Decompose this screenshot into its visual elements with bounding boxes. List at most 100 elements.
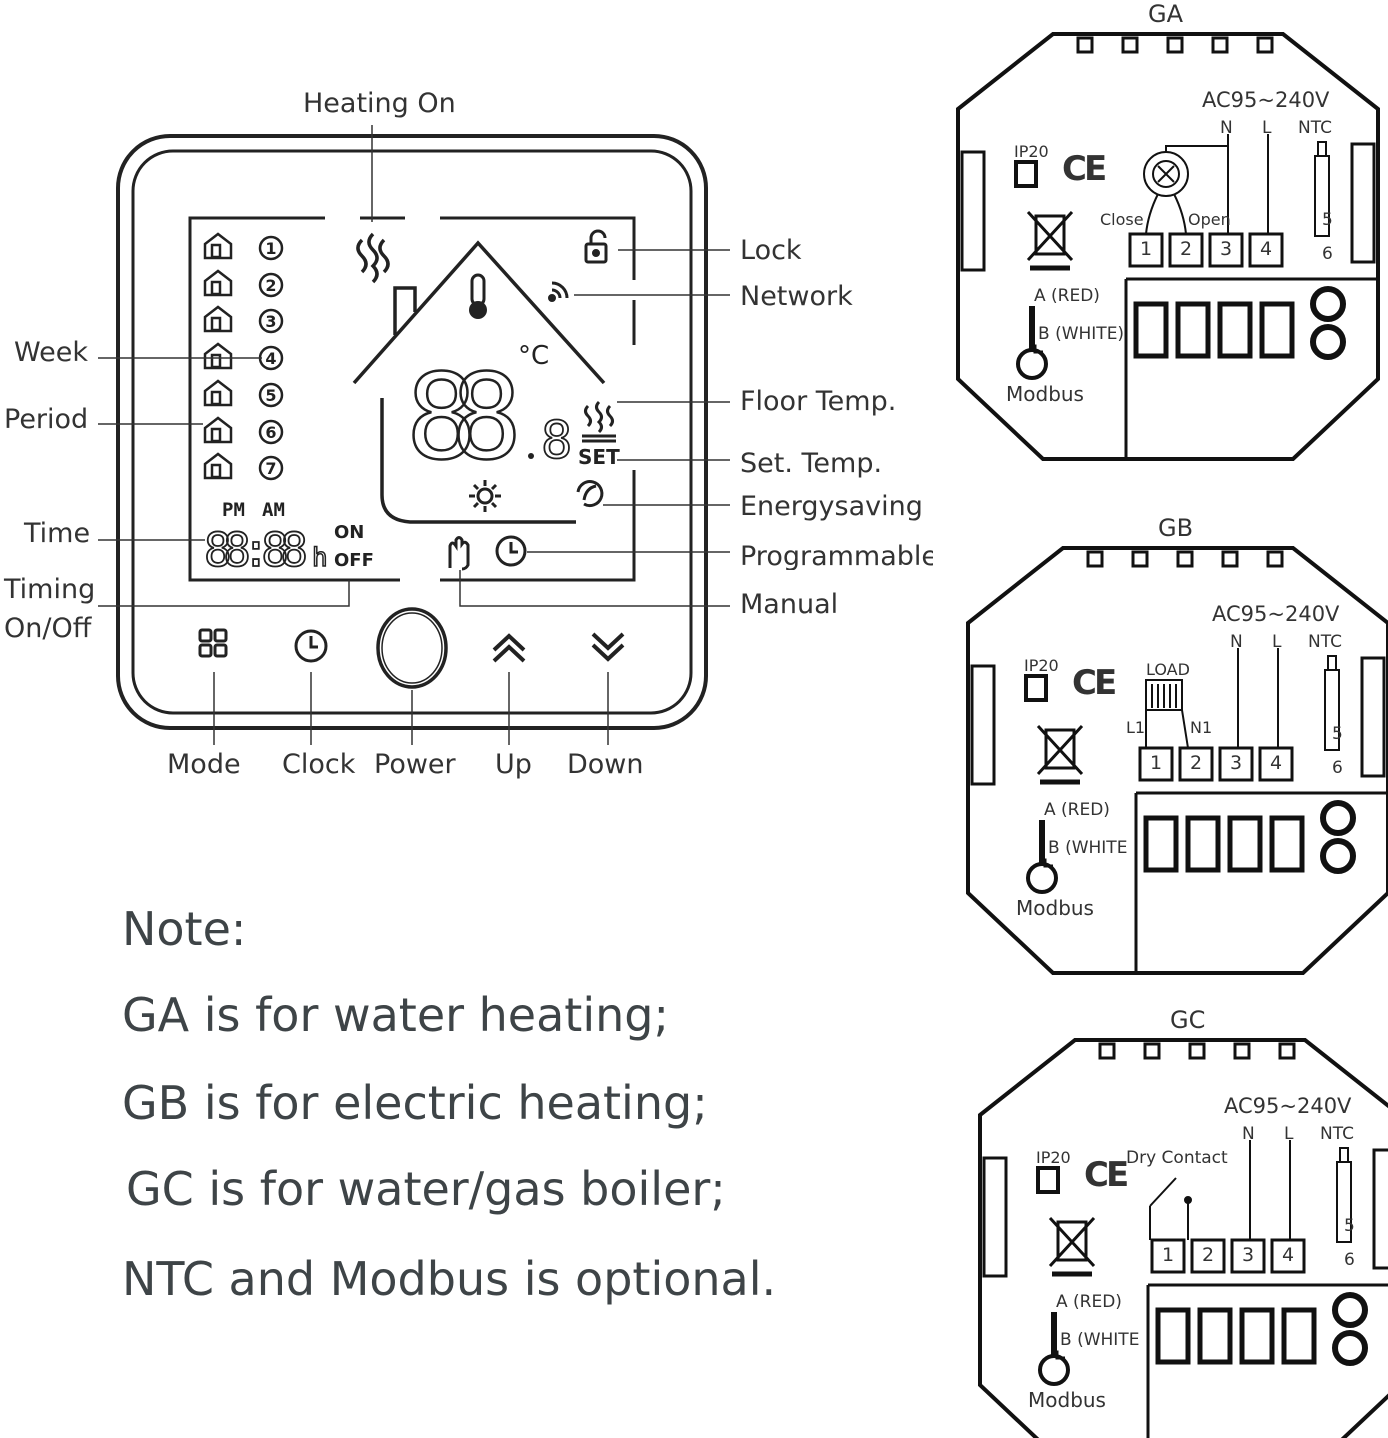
- weee-bin-icon: [1026, 210, 1074, 271]
- terminal-box: [1248, 232, 1284, 268]
- ga-title: GA: [1148, 0, 1184, 28]
- callout-lock: Lock: [740, 235, 802, 266]
- lcd-temp-digits: 88: [406, 348, 522, 486]
- connector-slot: [1281, 1307, 1317, 1365]
- up-button-label[interactable]: Up: [495, 749, 532, 780]
- top-tab: [1076, 36, 1094, 54]
- side-clip-right: [1350, 142, 1376, 264]
- clock-button-icon[interactable]: [294, 629, 328, 663]
- day-number-circle: 3: [258, 308, 284, 334]
- lcd-set: SET: [578, 445, 620, 469]
- gc-dry-contact-label: Dry Contact: [1126, 1148, 1228, 1168]
- side-clip-left: [970, 664, 996, 786]
- callout-timing-line1: Timing: [4, 574, 96, 605]
- note-line-gb: GB is for electric heating;: [122, 1076, 708, 1130]
- gb-n1-label: N1: [1190, 718, 1213, 737]
- day-number-circle: 2: [258, 272, 284, 298]
- ntc-pin-5: 5: [1322, 210, 1333, 230]
- wiring-diagrams: [956, 32, 1388, 1438]
- week-house-icon: [203, 452, 233, 480]
- terminal-box: [1208, 232, 1244, 268]
- wiring-ga-diagram: [956, 32, 1380, 461]
- ntc-pin-6: 6: [1332, 758, 1343, 778]
- lock-icon: [584, 229, 608, 264]
- week-house-icon: [203, 379, 233, 407]
- terminal-box: [1230, 1238, 1266, 1274]
- callout-manual: Manual: [740, 589, 839, 620]
- note-line-ga: GA is for water heating;: [122, 988, 669, 1042]
- top-tab: [1086, 550, 1104, 568]
- terminal-box: [1178, 746, 1214, 782]
- side-clip-right: [1360, 656, 1386, 778]
- week-house-icon: [203, 305, 233, 333]
- gc-ntc-label: NTC: [1320, 1124, 1354, 1144]
- terminal-box: [1190, 1238, 1226, 1274]
- gc-n-label: N: [1242, 1124, 1255, 1144]
- ip20-box-icon: [1014, 160, 1038, 188]
- terminal-box: [1270, 1238, 1306, 1274]
- mode-button-icon[interactable]: [198, 628, 228, 658]
- device-back-outline: [966, 546, 1388, 975]
- gb-a-red-label: A (RED): [1044, 800, 1110, 820]
- gc-l-label: L: [1284, 1124, 1294, 1144]
- connector-slot: [1155, 1307, 1191, 1365]
- mount-hole: [1332, 1330, 1368, 1366]
- gb-modbus-label: Modbus: [1016, 896, 1094, 920]
- terminal-box: [1258, 746, 1294, 782]
- connector-slot: [1175, 301, 1211, 359]
- callout-lines: [98, 125, 730, 745]
- gc-modbus-label: Modbus: [1028, 1388, 1106, 1412]
- top-tab: [1256, 36, 1274, 54]
- connector-slot: [1239, 1307, 1275, 1365]
- callout-energy-saving: Energysaving: [740, 491, 923, 522]
- day-number-circle: 1: [258, 235, 284, 261]
- modbus-probe-icon: [1026, 862, 1058, 894]
- power-button-label[interactable]: Power: [374, 749, 456, 780]
- day-number: 4: [265, 349, 276, 368]
- gb-l-label: L: [1272, 632, 1282, 652]
- week-house-icon: [203, 416, 233, 444]
- gb-ntc-label: NTC: [1308, 632, 1342, 652]
- terminal-number: 1: [1140, 238, 1153, 260]
- gc-voltage-label: AC95~240V: [1224, 1094, 1352, 1118]
- callout-time: Time: [24, 518, 91, 549]
- gb-voltage-label: AC95~240V: [1212, 602, 1340, 626]
- mode-button-label[interactable]: Mode: [167, 749, 241, 780]
- down-button-icon[interactable]: [591, 632, 625, 662]
- callout-set-temp: Set. Temp.: [740, 448, 883, 479]
- mount-hole: [1332, 1292, 1368, 1328]
- lcd-pm: PM: [222, 499, 245, 521]
- power-button[interactable]: [376, 607, 448, 689]
- manual-hand-icon: [448, 536, 470, 571]
- modbus-probe-icon: [1038, 1354, 1070, 1386]
- down-button-label[interactable]: Down: [567, 749, 644, 780]
- connector-slot: [1227, 815, 1263, 873]
- gb-b-white-label: B (WHITE: [1048, 838, 1128, 858]
- sun-icon: [469, 480, 501, 512]
- clock-button-label[interactable]: Clock: [282, 749, 356, 780]
- side-clip-right: [1372, 1148, 1388, 1270]
- floor-heating-icon: [582, 400, 616, 443]
- terminal-number: 3: [1220, 238, 1233, 260]
- gb-ce-mark: CE: [1072, 663, 1117, 703]
- note-line-gc: GC is for water/gas boiler;: [126, 1162, 726, 1216]
- ga-ip20-label: IP20: [1014, 142, 1049, 161]
- gb-ip20-label: IP20: [1024, 656, 1059, 675]
- ga-open-label: Open: [1188, 210, 1231, 229]
- top-tab: [1278, 1042, 1296, 1060]
- thermometer-icon: [469, 273, 487, 319]
- up-button-icon[interactable]: [492, 633, 526, 663]
- top-tab: [1188, 1042, 1206, 1060]
- lcd-time-digits: 88:88: [204, 523, 308, 577]
- device-back-outline: [956, 32, 1380, 461]
- note-heading: Note:: [122, 902, 247, 956]
- ga-close-label: Close: [1100, 210, 1144, 229]
- terminal-number: 4: [1282, 1244, 1295, 1266]
- connector-slot: [1269, 815, 1305, 873]
- load-heater-icon: [1145, 679, 1189, 749]
- lcd-frame: [188, 216, 636, 582]
- terminal-number: 4: [1260, 238, 1273, 260]
